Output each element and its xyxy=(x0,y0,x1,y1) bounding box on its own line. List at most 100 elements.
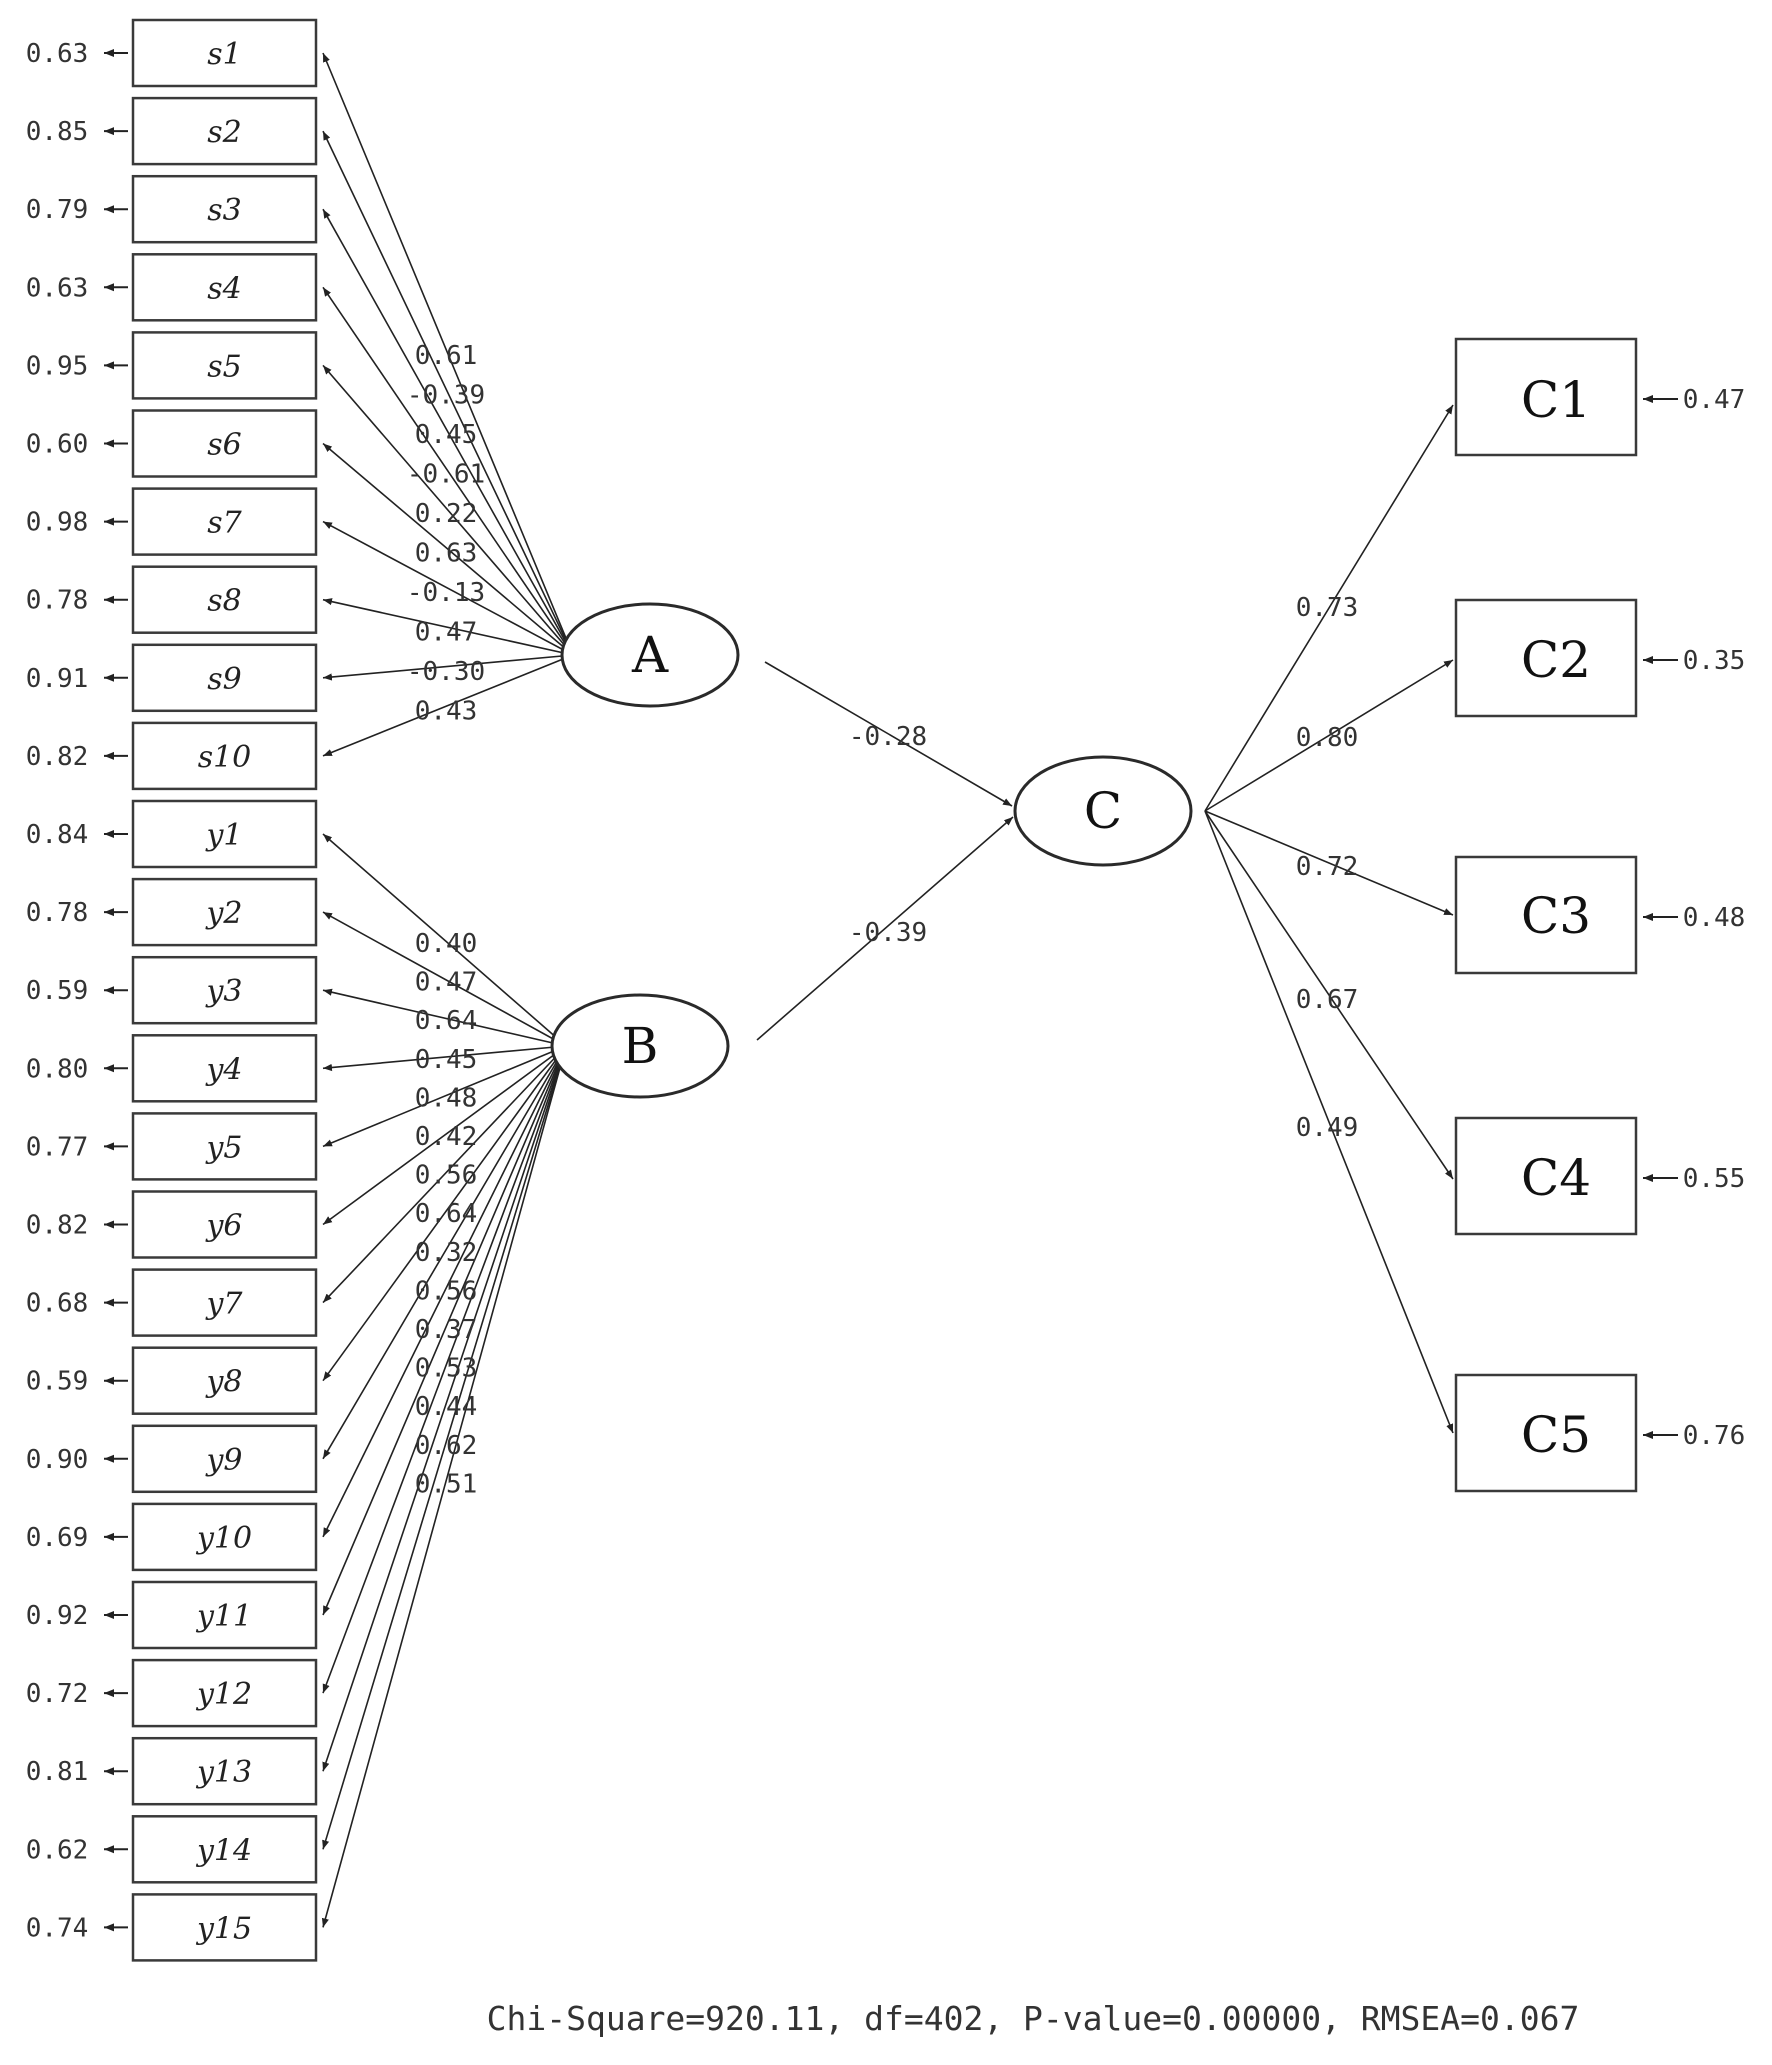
path-edge-A-C xyxy=(764,661,1013,807)
loading-edge-y12 xyxy=(322,1045,567,1694)
path-value-A-C: -0.28 xyxy=(849,722,927,752)
error-s10: 0.82 xyxy=(26,742,89,772)
fit-statistics: Chi-Square=920.11, df=402, P-value=0.000… xyxy=(487,1999,1580,2038)
box-y7 xyxy=(131,1268,318,1337)
loading-edge-s6 xyxy=(322,442,574,656)
box-y12 xyxy=(131,1658,318,1728)
error-y14: 0.62 xyxy=(26,1835,89,1865)
label-C2: C2 xyxy=(1521,631,1591,689)
box-s5 xyxy=(131,331,318,400)
loading-edge-y8 xyxy=(322,1045,567,1382)
loading-C3: 0.72 xyxy=(1296,852,1359,882)
edges-layer xyxy=(104,49,1678,1932)
loading-edge-y11 xyxy=(322,1045,567,1616)
latent-label-C: C xyxy=(1084,782,1122,840)
path-value-B-C: -0.39 xyxy=(849,918,927,948)
label-y6: y6 xyxy=(204,1209,242,1244)
label-y4: y4 xyxy=(204,1052,242,1087)
box-C4 xyxy=(1454,1116,1638,1236)
box-y15 xyxy=(131,1893,318,1962)
loading-edge-y10 xyxy=(322,1045,567,1538)
label-y15: y15 xyxy=(195,1911,252,1946)
label-y1: y1 xyxy=(204,818,242,853)
loading-edge-s4 xyxy=(322,286,574,656)
loading-edge-s1 xyxy=(322,52,574,656)
label-s6: s6 xyxy=(207,428,241,463)
box-C3 xyxy=(1454,855,1638,975)
error-C5: 0.76 xyxy=(1683,1421,1746,1451)
loading-s5: 0.22 xyxy=(415,499,478,529)
loading-s3: 0.45 xyxy=(415,420,478,450)
loading-edge-s10 xyxy=(322,654,574,757)
box-C1 xyxy=(1454,337,1638,457)
loading-y15: 0.51 xyxy=(415,1469,478,1499)
error-s1: 0.63 xyxy=(26,39,89,69)
loading-edge-C4 xyxy=(1204,810,1454,1180)
loading-edge-y3 xyxy=(322,988,567,1047)
error-s5: 0.95 xyxy=(26,351,89,381)
label-C1: C1 xyxy=(1521,371,1591,429)
loading-edge-C2 xyxy=(1204,659,1454,812)
latent-C xyxy=(1013,755,1193,867)
label-y14: y14 xyxy=(195,1833,252,1868)
loading-y3: 0.64 xyxy=(415,1006,478,1036)
error-C2: 0.35 xyxy=(1683,646,1746,676)
loading-s9: -0.30 xyxy=(407,657,485,687)
label-s5: s5 xyxy=(207,349,241,384)
loading-edge-C5 xyxy=(1204,810,1454,1434)
error-y2: 0.78 xyxy=(26,898,89,928)
path-edge-B-C xyxy=(756,816,1014,1041)
label-C3: C3 xyxy=(1521,887,1591,945)
label-s8: s8 xyxy=(207,584,241,619)
error-s7: 0.98 xyxy=(26,508,89,538)
latent-A xyxy=(560,602,740,708)
loading-edge-s9 xyxy=(322,654,574,681)
label-C5: C5 xyxy=(1521,1406,1591,1464)
box-y4 xyxy=(131,1034,318,1103)
label-y9: y9 xyxy=(204,1443,242,1478)
loading-edge-y9 xyxy=(322,1045,567,1460)
loading-edge-s3 xyxy=(322,208,574,656)
box-y13 xyxy=(131,1736,318,1806)
box-y2 xyxy=(131,877,318,947)
error-C4: 0.55 xyxy=(1683,1164,1746,1194)
latent-label-A: A xyxy=(631,626,669,684)
loading-y7: 0.56 xyxy=(415,1161,478,1191)
error-s4: 0.63 xyxy=(26,273,89,303)
error-y1: 0.84 xyxy=(26,820,89,850)
error-y13: 0.81 xyxy=(26,1757,89,1787)
error-s8: 0.78 xyxy=(26,586,89,616)
box-y14 xyxy=(131,1815,318,1884)
error-y8: 0.59 xyxy=(26,1367,89,1397)
loading-y5: 0.48 xyxy=(415,1083,478,1113)
loading-edge-s8 xyxy=(322,598,574,656)
error-y6: 0.82 xyxy=(26,1211,89,1241)
loading-edge-C3 xyxy=(1204,810,1454,916)
label-y2: y2 xyxy=(204,896,242,931)
loading-C5: 0.49 xyxy=(1296,1113,1359,1143)
loading-edge-y13 xyxy=(322,1045,567,1772)
label-s3: s3 xyxy=(207,193,241,228)
error-y11: 0.92 xyxy=(26,1601,89,1631)
box-y1 xyxy=(131,799,318,869)
loading-edge-y7 xyxy=(322,1045,567,1304)
loading-y11: 0.37 xyxy=(415,1315,478,1345)
box-s2 xyxy=(131,96,318,166)
box-y3 xyxy=(131,955,318,1025)
error-s6: 0.60 xyxy=(26,430,89,460)
box-s3 xyxy=(131,174,318,244)
box-s10 xyxy=(131,721,318,791)
box-s4 xyxy=(131,253,318,322)
label-s9: s9 xyxy=(207,662,241,697)
label-y3: y3 xyxy=(204,974,242,1009)
latent-B xyxy=(550,993,730,1099)
box-y10 xyxy=(131,1502,318,1572)
loading-edge-y1 xyxy=(322,833,567,1047)
label-s1: s1 xyxy=(207,37,241,72)
error-s9: 0.91 xyxy=(26,664,89,694)
label-s10: s10 xyxy=(198,740,252,775)
error-y5: 0.77 xyxy=(26,1132,89,1162)
loading-y9: 0.32 xyxy=(415,1238,478,1268)
box-C5 xyxy=(1454,1373,1638,1493)
